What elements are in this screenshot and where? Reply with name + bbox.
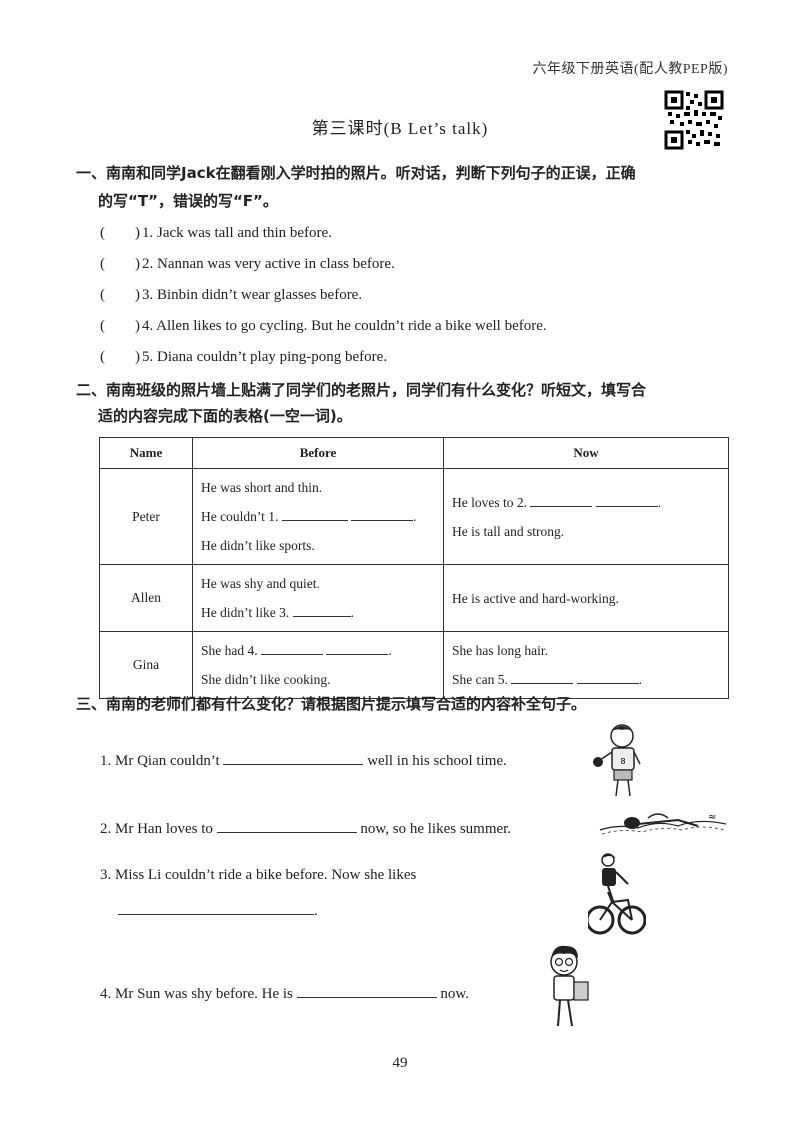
q3-period: .	[314, 903, 318, 919]
answer-blank[interactable]	[296, 983, 437, 998]
now-line: She has long hair.	[452, 643, 548, 658]
answer-blank[interactable]	[576, 669, 639, 684]
now-line: He loves to 2. .	[452, 488, 720, 517]
tf-item-5: ( )5. Diana couldn’t play ping-pong befo…	[100, 345, 387, 366]
before-cell: He was shy and quiet. He didn’t like 3. …	[192, 564, 444, 632]
blank-label: He couldn’t 1.	[201, 509, 279, 524]
answer-blank[interactable]	[511, 669, 574, 684]
svg-text:≈: ≈	[708, 812, 716, 823]
before-line: She had 4. .	[201, 636, 435, 665]
answer-blank[interactable]	[326, 640, 389, 655]
answer-blank[interactable]	[281, 506, 348, 521]
section2-instruction: 二、南南班级的照片墙上贴满了同学们的老照片，同学们有什么变化？听短文，填写合	[76, 381, 647, 399]
table-header-row: Name Before Now	[99, 437, 729, 469]
table-row: Gina She had 4. . She didn’t like cookin…	[99, 631, 729, 699]
question-1: 1. Mr Qian couldn’t well in his school t…	[100, 750, 507, 770]
before-line: He didn’t like sports.	[201, 538, 315, 553]
tf-item-1: ( )1. Jack was tall and thin before.	[100, 221, 332, 242]
before-line: He was shy and quiet.	[201, 576, 320, 591]
before-line: He didn’t like 3. .	[201, 598, 435, 627]
answer-blank[interactable]	[595, 492, 658, 507]
q3-text: 3. Miss Li couldn’t ride a bike before. …	[100, 867, 417, 883]
svg-text:8: 8	[620, 757, 625, 766]
row-name: Gina	[99, 631, 193, 699]
answer-paren[interactable]: ( )	[100, 287, 140, 303]
fill-in-table: Name Before Now Peter He was short and t…	[99, 437, 729, 699]
question-3-answer-line: .	[118, 900, 318, 920]
question-4: 4. Mr Sun was shy before. He is now.	[100, 983, 469, 1003]
tf-item-text: 5. Diana couldn’t play ping-pong before.	[142, 349, 388, 365]
tf-item-text: 1. Jack was tall and thin before.	[142, 225, 332, 241]
answer-paren[interactable]: ( )	[100, 256, 140, 272]
section2-instruction-cont: 适的内容完成下面的表格(一空一词)。	[98, 407, 352, 425]
swimmer-icon: ≈	[599, 812, 727, 835]
blank-label: He didn’t like 3.	[201, 605, 290, 620]
row-name: Allen	[99, 564, 193, 632]
tf-item-3: ( )3. Binbin didn’t wear glasses before.	[100, 283, 362, 304]
answer-blank[interactable]	[118, 900, 314, 915]
q4-text-after: now.	[440, 986, 469, 1002]
now-cell: He loves to 2. . He is tall and strong.	[443, 468, 729, 565]
q1-text-after: well in his school time.	[367, 753, 507, 769]
before-cell: He was short and thin. He couldn’t 1. . …	[192, 468, 444, 565]
tf-item-text: 3. Binbin didn’t wear glasses before.	[142, 287, 363, 303]
before-line: She didn’t like cooking.	[201, 672, 331, 687]
table-row: Peter He was short and thin. He couldn’t…	[99, 468, 729, 565]
teacher-icon	[550, 945, 589, 1027]
tf-item-4: ( )4. Allen likes to go cycling. But he …	[100, 314, 547, 335]
tf-item-2: ( )2. Nannan was very active in class be…	[100, 252, 395, 273]
before-cell: She had 4. . She didn’t like cooking.	[192, 631, 444, 699]
answer-blank[interactable]	[530, 492, 593, 507]
now-cell: He is active and hard-working.	[443, 564, 729, 632]
cyclist-icon	[588, 853, 646, 935]
now-cell: She has long hair. She can 5. .	[443, 631, 729, 699]
q2-text: 2. Mr Han loves to	[100, 821, 213, 837]
book-title-header: 六年级下册英语(配人教PEP版)	[532, 62, 728, 77]
q1-text: 1. Mr Qian couldn’t	[100, 753, 220, 769]
answer-blank[interactable]	[223, 750, 364, 765]
answer-blank[interactable]	[351, 506, 414, 521]
before-line: He was short and thin.	[201, 480, 323, 495]
now-line: He is tall and strong.	[452, 523, 565, 539]
qr-code-icon	[664, 90, 724, 150]
blank-label: She can 5.	[452, 672, 508, 687]
q4-text: 4. Mr Sun was shy before. He is	[100, 986, 293, 1002]
tf-item-text: 2. Nannan was very active in class befor…	[142, 256, 395, 272]
lesson-title: 第三课时(B Let’s talk)	[311, 119, 489, 138]
now-line: She can 5. .	[452, 665, 720, 694]
answer-blank[interactable]	[216, 818, 357, 833]
now-line: He is active and hard-working.	[452, 590, 619, 606]
blank-label: He loves to 2.	[452, 494, 527, 510]
header-name: Name	[99, 437, 193, 469]
header-before: Before	[192, 437, 444, 469]
before-line: He couldn’t 1. .	[201, 502, 435, 531]
section3-instruction: 三、南南的老师们都有什么变化？请根据图片提示填写合适的内容补全句子。	[76, 695, 587, 713]
page-number: 49	[392, 1055, 408, 1071]
section1-instruction: 一、南南和同学Jack在翻看刚入学时拍的照片。听对话，判断下列句子的正误，正确	[76, 164, 636, 182]
row-name: Peter	[99, 468, 193, 565]
answer-paren[interactable]: ( )	[100, 349, 140, 365]
question-3: 3. Miss Li couldn’t ride a bike before. …	[100, 867, 416, 884]
question-2: 2. Mr Han loves to now, so he likes summ…	[100, 818, 511, 838]
answer-blank[interactable]	[292, 602, 351, 617]
answer-paren[interactable]: ( )	[100, 318, 140, 334]
blank-label: She had 4.	[201, 643, 258, 658]
section1-instruction-cont: 的写“T”，错误的写“F”。	[98, 192, 278, 210]
tf-item-text: 4. Allen likes to go cycling. But he cou…	[142, 318, 547, 334]
ping-pong-player-icon: 8	[593, 724, 641, 797]
answer-paren[interactable]: ( )	[100, 225, 140, 241]
table-row: Allen He was shy and quiet. He didn’t li…	[99, 564, 729, 632]
header-now: Now	[443, 437, 729, 469]
answer-blank[interactable]	[261, 640, 323, 655]
q2-text-after: now, so he likes summer.	[360, 821, 512, 837]
